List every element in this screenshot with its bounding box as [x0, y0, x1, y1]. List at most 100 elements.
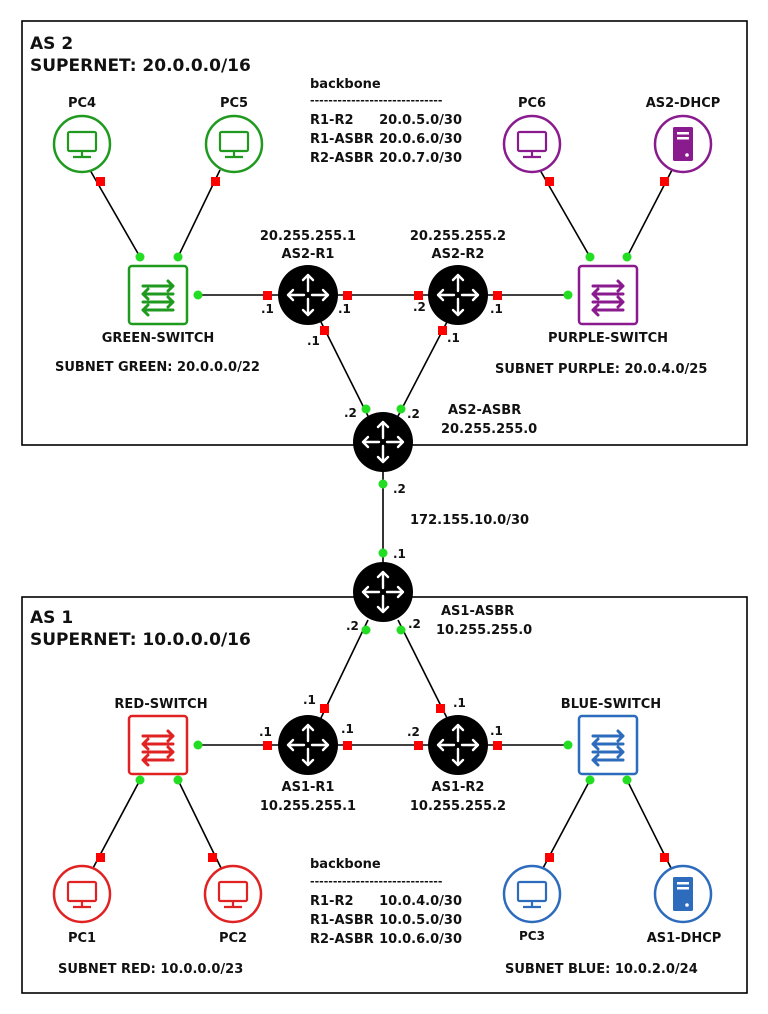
port-dot	[585, 252, 595, 262]
as2-supernet: SUPERNET: 20.0.0.0/16	[30, 56, 251, 76]
as2-asbr-router-icon[interactable]	[351, 410, 415, 474]
port-marker	[320, 704, 329, 713]
iface-label: .1	[261, 302, 274, 316]
iface-label: .1	[307, 334, 320, 348]
link-r2-asbr2	[395, 319, 449, 421]
green-switch-icon[interactable]	[127, 264, 189, 326]
port-dot	[563, 290, 573, 300]
purple-switch-label: PURPLE-SWITCH	[548, 331, 668, 346]
blue-switch-label: BLUE-SWITCH	[561, 697, 661, 712]
as2-r1-router-icon[interactable]	[276, 263, 340, 327]
as1-backbone-link: R2-ASBR	[310, 932, 374, 947]
as2-backbone-link: R1-R2	[310, 113, 354, 128]
as1-asbr-name: AS1-ASBR	[441, 604, 514, 619]
as2-backbone-net: 20.0.6.0/30	[379, 132, 462, 147]
link-asbr1-r2	[397, 619, 449, 721]
as2-r1-name: AS2-R1	[282, 247, 335, 262]
port-dot	[622, 252, 632, 262]
port-dot	[173, 775, 183, 785]
iface-label: .2	[413, 300, 426, 314]
port-marker	[493, 291, 502, 300]
as2-dhcp-server-icon[interactable]	[653, 114, 713, 174]
port-marker	[493, 741, 502, 750]
as1-dhcp-label: AS1-DHCP	[647, 931, 722, 946]
iface-label: .2	[407, 407, 420, 421]
subnet-purple-label: SUBNET PURPLE: 20.0.4.0/25	[495, 362, 707, 377]
as1-r1-router-icon[interactable]	[276, 713, 340, 777]
port-marker	[263, 741, 272, 750]
iface-label: .1	[393, 547, 406, 561]
subnet-blue-label: SUBNET BLUE: 10.0.2.0/24	[505, 962, 698, 977]
red-switch-icon[interactable]	[127, 714, 189, 776]
as1-backbone-net: 10.0.4.0/30	[379, 894, 462, 909]
port-marker	[208, 853, 217, 862]
pc4-icon[interactable]	[52, 114, 112, 174]
port-dot	[173, 252, 183, 262]
as1-r2-router-icon[interactable]	[426, 713, 490, 777]
as1-r1-ip: 10.255.255.1	[260, 799, 356, 814]
as1-backbone-net: 10.0.5.0/30	[379, 913, 462, 928]
as1-backbone-separator: -----------------------------	[310, 875, 442, 888]
as1-r2-name: AS1-R2	[432, 780, 485, 795]
pc6-label: PC6	[518, 96, 546, 111]
port-marker	[414, 741, 423, 750]
pc2-label: PC2	[219, 931, 247, 946]
pc3-label: PC3	[519, 929, 545, 943]
port-dot	[378, 479, 388, 489]
as2-title: AS 2	[30, 34, 73, 54]
pc3-icon[interactable]	[502, 864, 562, 924]
port-marker	[263, 291, 272, 300]
as2-r2-name: AS2-R2	[432, 247, 485, 262]
as2-box	[21, 20, 748, 446]
port-dot	[622, 775, 632, 785]
port-marker	[438, 326, 447, 335]
port-marker	[414, 291, 423, 300]
as1-title: AS 1	[30, 608, 73, 628]
pc5-label: PC5	[220, 96, 248, 111]
port-dot	[396, 625, 406, 635]
port-marker	[343, 291, 352, 300]
red-switch-label: RED-SWITCH	[114, 697, 207, 712]
iface-label: .2	[344, 406, 357, 420]
pc2-icon[interactable]	[203, 864, 263, 924]
blue-switch-icon[interactable]	[577, 714, 639, 776]
as2-backbone-link: R2-ASBR	[310, 151, 374, 166]
as1-asbr-router-icon[interactable]	[351, 560, 415, 624]
port-marker	[545, 177, 554, 186]
port-dot	[378, 548, 388, 558]
pc1-icon[interactable]	[52, 864, 112, 924]
pc5-icon[interactable]	[204, 114, 264, 174]
as2-r1-ip: 20.255.255.1	[260, 229, 356, 244]
as1-backbone-link: R1-ASBR	[310, 913, 374, 928]
port-dot	[361, 625, 371, 635]
iface-label: .2	[346, 619, 359, 633]
iface-label: .1	[303, 693, 316, 707]
port-marker	[211, 177, 220, 186]
link-asbr1-r1	[319, 619, 369, 721]
port-marker	[436, 704, 445, 713]
port-marker	[343, 741, 352, 750]
port-marker	[660, 177, 669, 186]
inter-as-net-label: 172.155.10.0/30	[410, 513, 529, 528]
port-dot	[135, 252, 145, 262]
as2-dhcp-label: AS2-DHCP	[646, 96, 721, 111]
as2-asbr-ip: 20.255.255.0	[441, 422, 537, 437]
pc6-icon[interactable]	[502, 114, 562, 174]
link-r1-asbr2	[319, 319, 371, 421]
as2-r2-router-icon[interactable]	[426, 263, 490, 327]
as1-dhcp-server-icon[interactable]	[653, 864, 713, 924]
subnet-red-label: SUBNET RED: 10.0.0.0/23	[58, 962, 243, 977]
purple-switch-icon[interactable]	[577, 264, 639, 326]
as1-backbone-title: backbone	[310, 857, 381, 872]
pc1-label: PC1	[68, 931, 96, 946]
green-switch-label: GREEN-SWITCH	[102, 331, 215, 346]
subnet-green-label: SUBNET GREEN: 20.0.0.0/22	[55, 360, 260, 375]
as1-backbone-net: 10.0.6.0/30	[379, 932, 462, 947]
port-dot	[396, 404, 406, 414]
port-dot	[563, 740, 573, 750]
as2-backbone-link: R1-ASBR	[310, 132, 374, 147]
iface-label: .2	[407, 725, 420, 739]
port-dot	[585, 775, 595, 785]
as1-supernet: SUPERNET: 10.0.0.0/16	[30, 630, 251, 650]
